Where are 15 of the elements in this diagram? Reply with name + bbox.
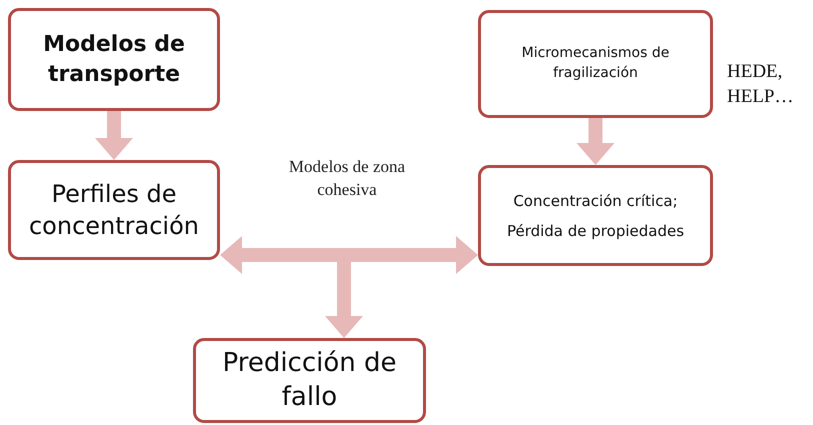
box-label: Predicción de fallo: [221, 346, 398, 414]
process-box: [8, 8, 220, 111]
process-box: [193, 338, 426, 423]
block-arrow: [95, 111, 133, 160]
process-box: [478, 165, 713, 266]
box-label: Micromecanismos de fragilización: [520, 44, 670, 83]
process-box: [478, 10, 713, 118]
box-label: Perfiles de concentración: [28, 178, 200, 242]
process-box: [8, 160, 220, 260]
block-arrow: [325, 262, 363, 338]
block-arrow: [576, 118, 614, 165]
box-label: Concentración crítica; Pérdida de propiedades: [506, 190, 686, 242]
box-label: Modelos de transporte: [42, 30, 186, 88]
side-note: HEDE, HELP…: [727, 60, 794, 109]
block-arrow: [220, 236, 478, 274]
